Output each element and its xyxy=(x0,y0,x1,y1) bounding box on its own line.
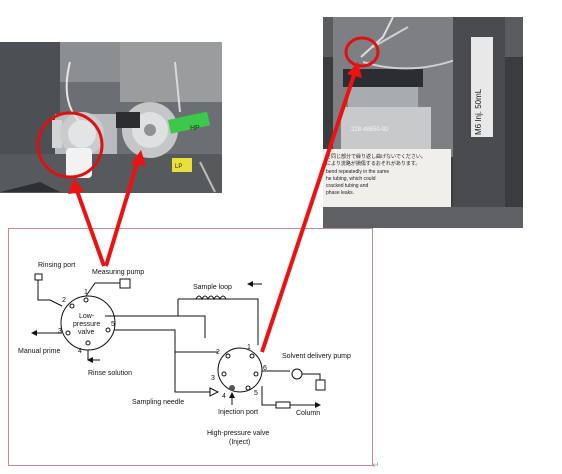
lp-port-5: 5 xyxy=(111,321,115,328)
warning-line-1: を同じ部分で繰り返し曲げないでください。 xyxy=(326,153,426,160)
hp-tag-text: HP xyxy=(190,125,200,132)
warning-line-5: cracked tubing and xyxy=(326,183,368,189)
lp-port-1: 1 xyxy=(84,289,88,296)
label-manual-prime: Manual prime xyxy=(18,348,61,355)
label-lp-valve-3: valve xyxy=(78,329,95,336)
lp-tag-text: LP xyxy=(175,164,182,170)
warning-line-6: phase leaks. xyxy=(326,190,354,196)
label-rinsing-port: Rinsing port xyxy=(38,262,76,269)
warning-line-4: he tubing, which could xyxy=(326,176,376,182)
lp-port-4: 4 xyxy=(78,348,82,355)
hp-port-6: 6 xyxy=(263,365,267,372)
label-injection-port: Injection port xyxy=(218,409,259,416)
label-sampling-needle: Sampling needle xyxy=(132,399,185,406)
photo-low-pressure-valve: HP LP xyxy=(0,42,222,193)
label-rinse-solution: Rinse solution xyxy=(88,370,132,377)
label-sample-loop: Sample loop xyxy=(193,284,232,291)
lp-port-3: 3 xyxy=(58,328,62,335)
warning-line-2: により流路が損傷するおそれがあります。 xyxy=(326,160,420,167)
hp-port-4: 4 xyxy=(222,393,226,400)
label-hp-valve-title: High-pressure valve xyxy=(207,430,270,437)
label-lp-valve-1: Low- xyxy=(79,313,95,320)
hp-port-1: 1 xyxy=(247,344,251,351)
photo-label-volume: M6 Inj. 50mL xyxy=(474,88,483,135)
photo-part-number: 228-48850-92 xyxy=(351,127,389,133)
label-hp-valve-mode: (Inject) xyxy=(229,439,251,446)
photo-high-pressure-valve: M6 Inj. 50mL 228-48850-92 を同じ部分で繰り返し曲げない… xyxy=(323,17,523,228)
label-lp-valve-2: pressure xyxy=(73,321,101,328)
label-measuring-pump: Measuring pump xyxy=(92,269,145,276)
lp-port-2: 2 xyxy=(62,297,66,304)
label-column: Column xyxy=(296,410,321,417)
warning-line-3: bend repeatedly in the same xyxy=(326,169,389,175)
return-mark-icon: ↵ xyxy=(372,460,380,470)
hp-port-3: 3 xyxy=(211,375,215,382)
label-solvent-pump: Solvent delivery pump xyxy=(282,353,351,360)
hp-port-5: 5 xyxy=(254,390,258,397)
hp-port-2: 2 xyxy=(216,349,220,356)
